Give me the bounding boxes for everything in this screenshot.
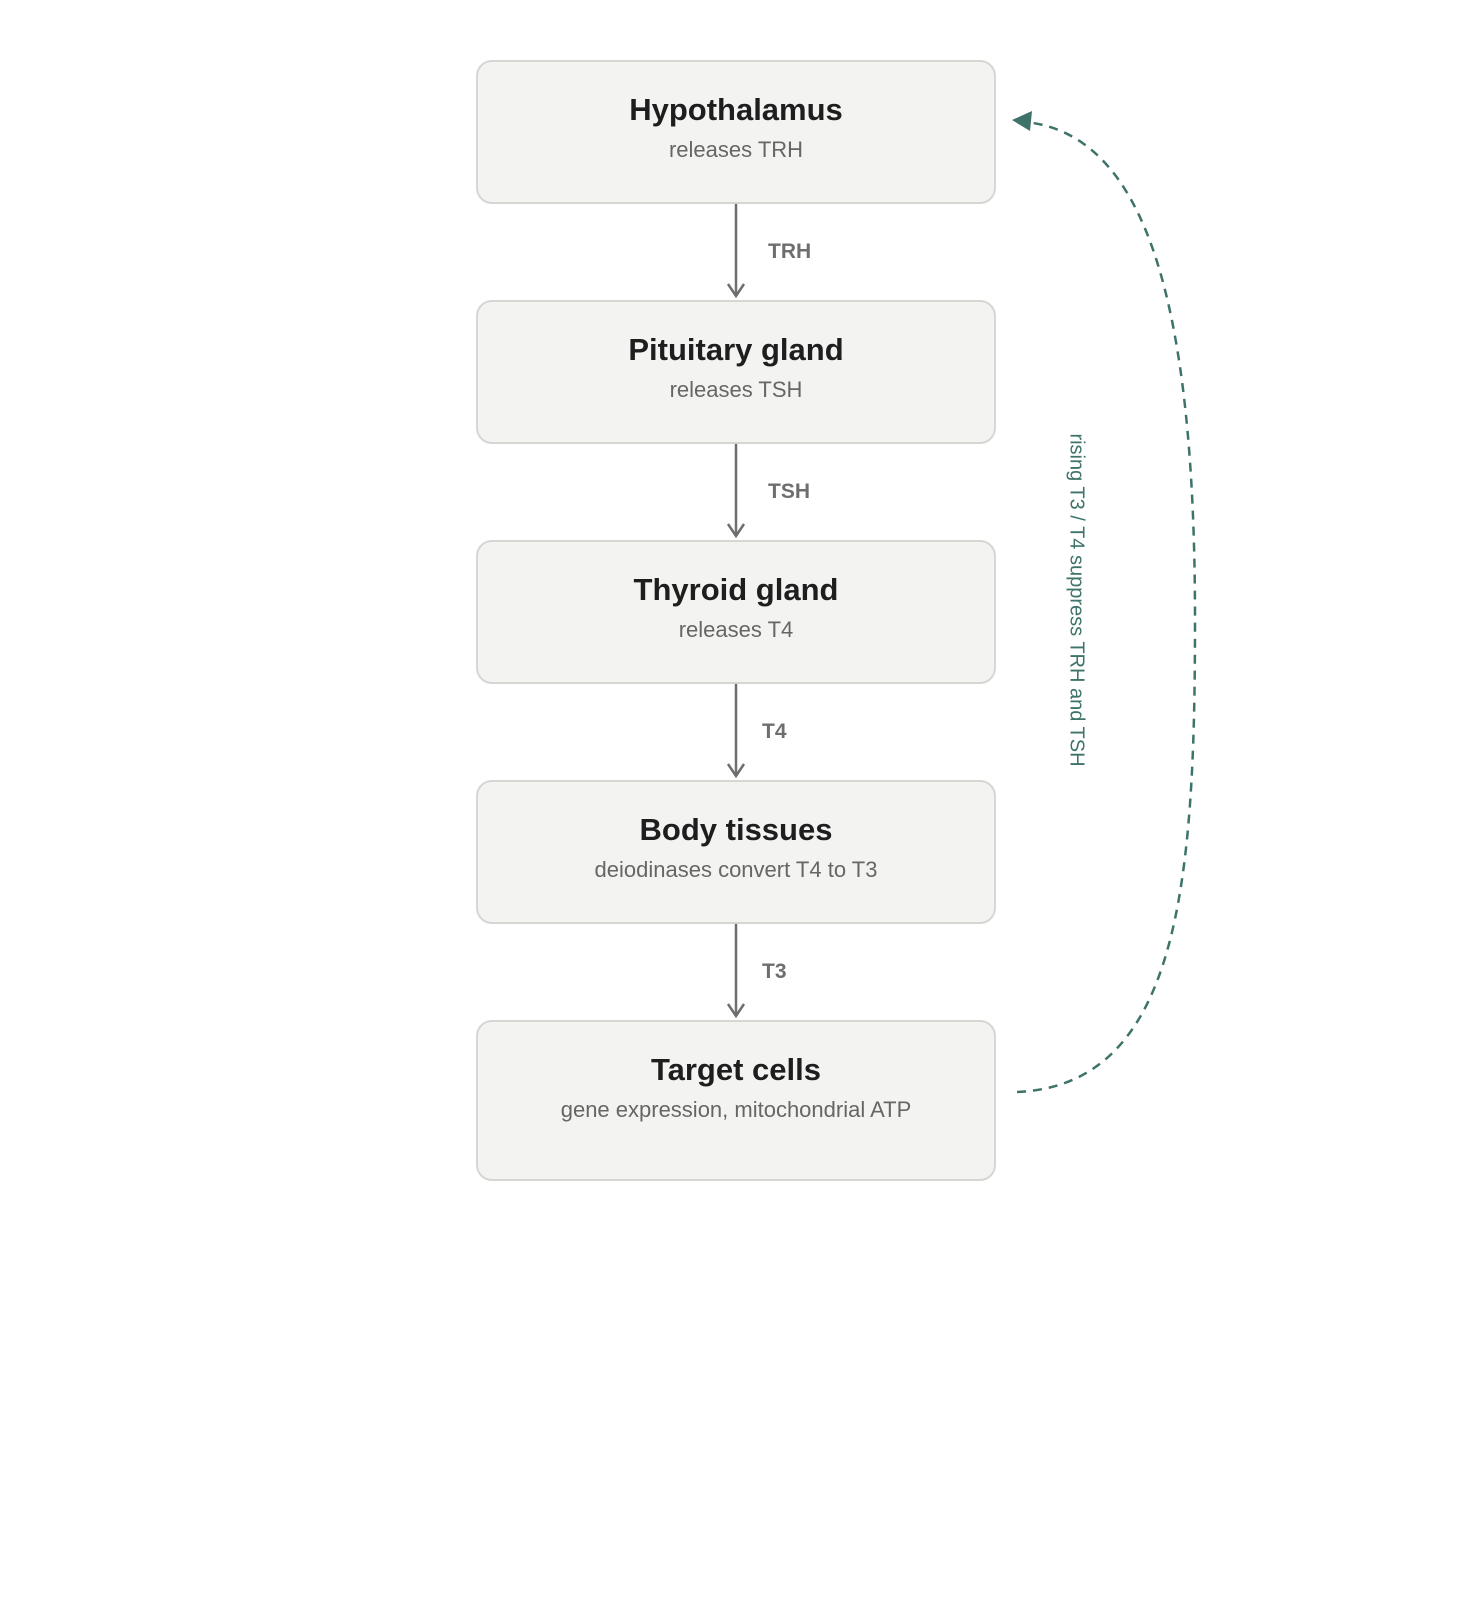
feedback-arrowhead — [1012, 111, 1032, 131]
node-title: Hypothalamus — [629, 92, 843, 127]
arrowhead-t3 — [726, 1003, 746, 1019]
arrowhead-t4 — [726, 763, 746, 779]
node-subtitle: gene expression, mitochondrial ATP — [560, 1097, 912, 1122]
edge-label-t4: T4 — [762, 720, 787, 743]
edge-label-trh: TRH — [768, 240, 812, 263]
feedback-label: rising T3 / T4 suppress TRH and TSH — [1065, 433, 1088, 767]
node-thyroid: Thyroid gland releases T4 — [476, 540, 996, 684]
node-target-cells: Target cells gene expression, mitochondr… — [476, 1020, 996, 1181]
node-title: Body tissues — [639, 812, 833, 847]
node-subtitle: deiodinases convert T4 to T3 — [594, 857, 878, 882]
edge-label-tsh: TSH — [768, 480, 810, 503]
arrowhead-tsh — [726, 523, 746, 539]
node-title: Target cells — [650, 1052, 821, 1087]
node-pituitary: Pituitary gland releases TSH — [476, 300, 996, 444]
node-title: Thyroid gland — [633, 572, 839, 607]
edge-label-t3: T3 — [762, 960, 787, 983]
node-title: Pituitary gland — [628, 332, 844, 367]
node-hypothalamus: Hypothalamus releases TRH — [476, 60, 996, 204]
node-body-tissues: Body tissues deiodinases convert T4 to T… — [476, 780, 996, 924]
arrowhead-trh — [726, 283, 746, 299]
node-subtitle: releases TSH — [669, 377, 803, 402]
node-subtitle: releases TRH — [668, 137, 804, 162]
node-subtitle: releases T4 — [678, 617, 794, 642]
feedback-arc — [1016, 120, 1197, 1094]
